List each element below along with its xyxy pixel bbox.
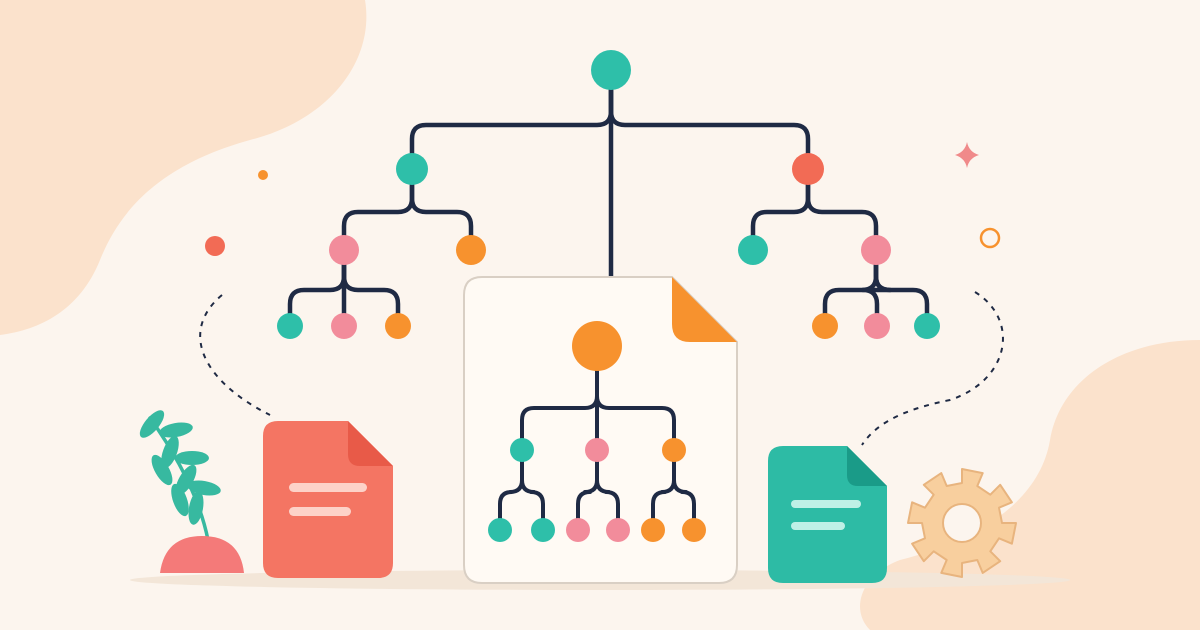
document-tree-connector — [595, 460, 620, 520]
tree-node-l3-right-a — [812, 313, 838, 339]
dashed-connector-left — [199, 294, 271, 416]
tree-node-root — [591, 50, 631, 90]
left-document-fold — [348, 421, 393, 466]
tree-connector — [750, 182, 811, 238]
document-icon — [768, 446, 887, 583]
plant-leaf — [187, 480, 221, 496]
document-tree-nodes — [488, 321, 706, 542]
document-tree-lines — [498, 369, 696, 520]
central-document-fold — [672, 277, 737, 342]
tree-node-l1-right — [792, 153, 824, 185]
tree-connector — [409, 182, 474, 238]
tree-node-l2-left-b — [456, 235, 486, 265]
gear-icon — [907, 468, 1017, 578]
document-tree-node-c2 — [531, 518, 555, 542]
decorative-dots — [205, 142, 1001, 256]
tree-node-l1-left — [396, 153, 428, 185]
right-document — [768, 446, 887, 583]
plant-leaf — [161, 435, 179, 469]
document-tree-node-b1 — [510, 438, 534, 462]
document-tree-connector — [672, 460, 696, 520]
central-document — [463, 276, 738, 584]
right-document-line-1 — [791, 500, 861, 508]
plant-leaf — [151, 454, 173, 486]
plant-leaf — [175, 451, 209, 465]
tree-connector — [287, 262, 347, 316]
left-document-line-2 — [289, 507, 351, 516]
document-tree-node-c3 — [566, 518, 590, 542]
dot-orange-small — [258, 170, 268, 180]
document-tree-node-c4 — [606, 518, 630, 542]
tree-connector — [341, 262, 401, 316]
document-tree-connector — [595, 369, 676, 440]
tree-connector — [873, 262, 930, 316]
right-document-line-2 — [791, 522, 845, 530]
tree-lines — [287, 87, 930, 316]
ring-orange — [979, 227, 1001, 249]
document-tree-node-c5 — [641, 518, 665, 542]
sparkle-icon — [955, 142, 979, 168]
tree-node-l3-right-b — [864, 313, 890, 339]
tree-node-l3-right-c — [914, 313, 940, 339]
dashed-connector-right — [861, 291, 1004, 446]
dashed-connectors — [199, 291, 1004, 446]
plant-pot — [160, 536, 244, 573]
plant-leaf — [171, 483, 189, 517]
document-tree-node-c1 — [488, 518, 512, 542]
blob-top-left — [0, 0, 367, 335]
document-tree-node-b2 — [585, 438, 609, 462]
plant-icon — [139, 410, 244, 573]
plant-leaf — [159, 422, 193, 438]
left-document-line-1 — [289, 483, 367, 492]
tree-connector — [805, 182, 879, 238]
tree-node-l3-left-a — [277, 313, 303, 339]
tree-node-l2-left-a — [329, 235, 359, 265]
plant-leaf — [188, 491, 204, 525]
plant-leaves — [139, 410, 221, 525]
tree-node-l2-right-b — [861, 235, 891, 265]
document-tree-node-b3 — [662, 438, 686, 462]
tree-connector — [409, 87, 614, 156]
document-icon — [263, 421, 393, 578]
plant-leaf — [139, 410, 165, 438]
document-tree-node-root — [572, 321, 622, 371]
tree-connector — [608, 87, 811, 156]
tree-node-l3-left-c — [385, 313, 411, 339]
tree-node-l3-left-b — [331, 313, 357, 339]
tree-node-l2-right-a — [738, 235, 768, 265]
tree-nodes — [277, 50, 940, 339]
document-tree-connector — [520, 460, 545, 520]
left-document — [263, 421, 393, 578]
dot-pink — [205, 236, 225, 256]
central-document-body — [463, 276, 738, 584]
tree-connector — [341, 182, 415, 238]
right-document-fold — [847, 446, 887, 486]
document-tree-node-c6 — [682, 518, 706, 542]
gear-hole — [942, 503, 982, 543]
